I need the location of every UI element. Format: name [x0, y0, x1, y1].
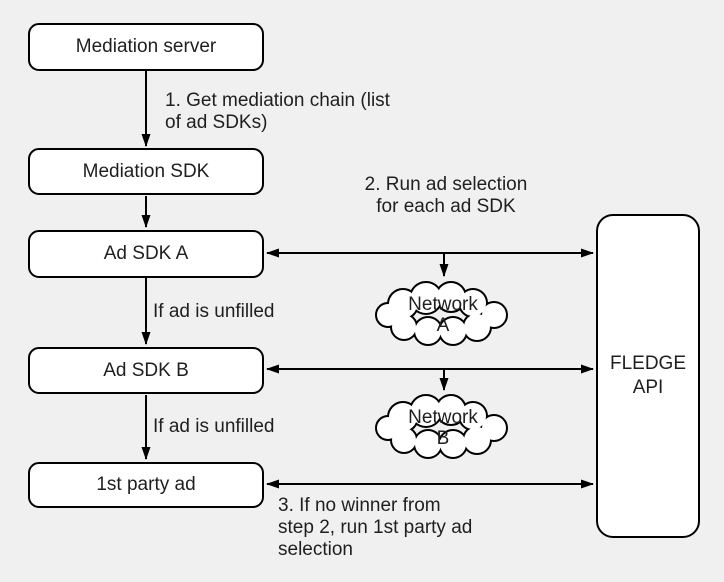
cloud-network-b-label: Network B	[408, 407, 478, 449]
node-fledge-api: FLEDGE API	[596, 214, 700, 538]
annotation-if-unfilled-b: If ad is unfilled	[153, 416, 275, 437]
annotation-step-1: 1. Get mediation chain (list of ad SDKs)	[165, 90, 390, 133]
annotation-step-2: 2. Run ad selection for each ad SDK	[364, 174, 528, 217]
cloud-network-b: Network B	[373, 393, 513, 461]
cloud-network-a: Network A	[373, 280, 513, 348]
node-ad-sdk-b: Ad SDK B	[28, 347, 264, 394]
node-first-party-ad: 1st party ad	[28, 462, 264, 508]
node-mediation-server: Mediation server	[28, 23, 264, 71]
annotation-if-unfilled-a: If ad is unfilled	[153, 301, 275, 322]
node-ad-sdk-a: Ad SDK A	[28, 230, 264, 278]
node-mediation-sdk: Mediation SDK	[28, 148, 264, 195]
annotation-step-3: 3. If no winner from step 2, run 1st par…	[278, 495, 473, 560]
cloud-network-a-label: Network A	[408, 294, 478, 336]
